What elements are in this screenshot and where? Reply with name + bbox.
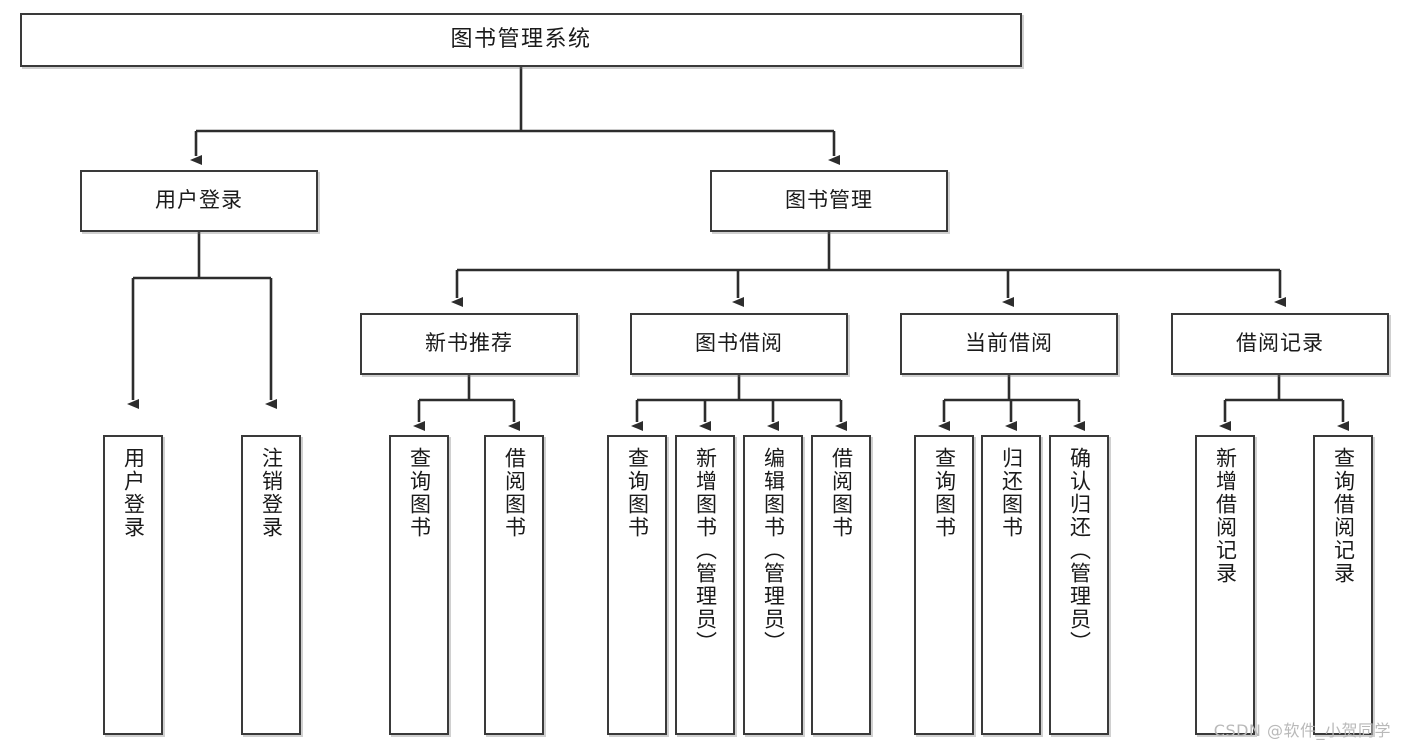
node-label: 新增图书（管理员） [693,447,718,654]
node-user-login[interactable]: 用户登录 [80,170,318,232]
node-new-book-recommend[interactable]: 新书推荐 [360,313,578,375]
node-label: 借阅图书 [829,447,854,539]
node-label: 借阅记录 [1236,331,1324,356]
node-label: 新书推荐 [425,331,513,356]
node-borrow-record[interactable]: 借阅记录 [1171,313,1389,375]
node-book-borrow[interactable]: 图书借阅 [630,313,848,375]
node-label: 新增借阅记录 [1213,447,1238,585]
node-label: 借阅图书 [502,447,527,539]
node-label: 图书借阅 [695,331,783,356]
leaf-user-login[interactable]: 用户登录 [103,435,163,735]
leaf-record-query-record[interactable]: 查询借阅记录 [1313,435,1373,735]
node-root-system[interactable]: 图书管理系统 [20,13,1022,67]
node-label: 图书管理 [785,188,873,213]
node-label: 查询图书 [625,447,650,539]
node-book-management[interactable]: 图书管理 [710,170,948,232]
node-label: 确认归还（管理员） [1067,447,1092,654]
node-current-borrow[interactable]: 当前借阅 [900,313,1118,375]
leaf-borrow-edit-book[interactable]: 编辑图书（管理员） [743,435,803,735]
leaf-record-add-record[interactable]: 新增借阅记录 [1195,435,1255,735]
node-label: 归还图书 [999,447,1024,539]
leaf-recommend-borrow-book[interactable]: 借阅图书 [484,435,544,735]
node-label: 图书管理系统 [450,26,592,52]
node-label: 查询图书 [407,447,432,539]
node-label: 用户登录 [121,447,146,539]
leaf-current-return-book[interactable]: 归还图书 [981,435,1041,735]
node-label: 注销登录 [259,447,284,539]
csdn-watermark: CSDN @软件_小贺同学 [1213,721,1391,740]
leaf-borrow-add-book[interactable]: 新增图书（管理员） [675,435,735,735]
leaf-current-confirm-return[interactable]: 确认归还（管理员） [1049,435,1109,735]
leaf-recommend-query-book[interactable]: 查询图书 [389,435,449,735]
leaf-borrow-query-book[interactable]: 查询图书 [607,435,667,735]
node-label: 当前借阅 [965,331,1053,356]
leaf-current-query-book[interactable]: 查询图书 [914,435,974,735]
node-label: 查询借阅记录 [1331,447,1356,585]
node-label: 编辑图书（管理员） [761,447,786,654]
leaf-user-logout[interactable]: 注销登录 [241,435,301,735]
leaf-borrow-borrow-book[interactable]: 借阅图书 [811,435,871,735]
node-label: 用户登录 [155,188,243,213]
node-label: 查询图书 [932,447,957,539]
